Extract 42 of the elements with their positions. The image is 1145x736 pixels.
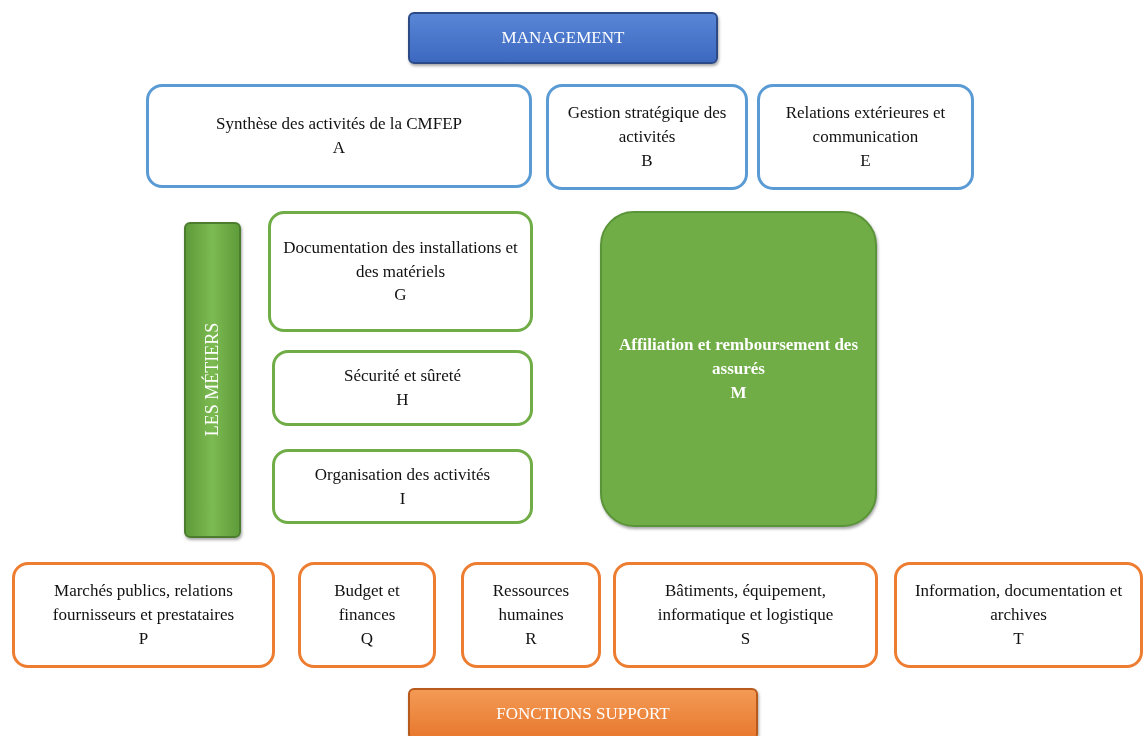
activity-box — [894, 562, 1143, 668]
box-letter: M — [730, 381, 747, 404]
activity-box — [757, 84, 974, 190]
category-box — [408, 688, 758, 736]
activity-box — [272, 449, 533, 524]
box-label: Synthèse des activités de la CMFEP — [216, 113, 462, 136]
box-label: FONCTIONS SUPPORT — [496, 703, 670, 726]
box-letter: R — [525, 627, 537, 650]
box-label: Budget et finances — [333, 580, 401, 627]
box-label: Information, documentation et archives — [913, 580, 1124, 627]
box-letter: S — [740, 627, 751, 650]
box-label: MANAGEMENT — [501, 27, 625, 50]
category-label: LES MÉTIERS — [200, 323, 223, 437]
box-letter: P — [138, 627, 149, 650]
box-label: Gestion stratégique des activités — [566, 102, 728, 149]
box-letter: A — [332, 137, 346, 159]
box-letter: B — [641, 149, 653, 172]
activity-box — [268, 211, 533, 332]
box-letter: G — [394, 284, 407, 307]
box-letter: T — [1013, 627, 1024, 650]
activity-box — [546, 84, 748, 190]
activity-box — [613, 562, 878, 668]
box-label: Ressources humaines — [491, 580, 571, 627]
box-label: Bâtiments, équipement, informatique et logistique — [656, 580, 835, 627]
category-box — [600, 211, 877, 527]
activity-box — [461, 562, 601, 668]
category-box — [408, 12, 718, 64]
box-label: Relations extérieures et communication — [784, 102, 947, 149]
category-bar — [184, 222, 241, 538]
box-label: Sécurité et sûreté — [343, 365, 462, 388]
box-letter: Q — [360, 627, 374, 650]
box-label: Marchés publics, relations fournisseurs et prestataires — [51, 580, 236, 627]
activity-box — [12, 562, 275, 668]
box-letter: E — [860, 149, 871, 172]
activity-box — [146, 84, 532, 188]
activity-box — [272, 350, 533, 426]
box-label: Organisation des activités — [314, 463, 491, 486]
activity-box — [298, 562, 436, 668]
box-letter: I — [399, 487, 406, 510]
box-label: Affiliation et remboursement des assurés — [617, 334, 860, 381]
box-label: Documentation des installations et des matériels — [282, 236, 519, 283]
box-letter: H — [396, 389, 409, 411]
